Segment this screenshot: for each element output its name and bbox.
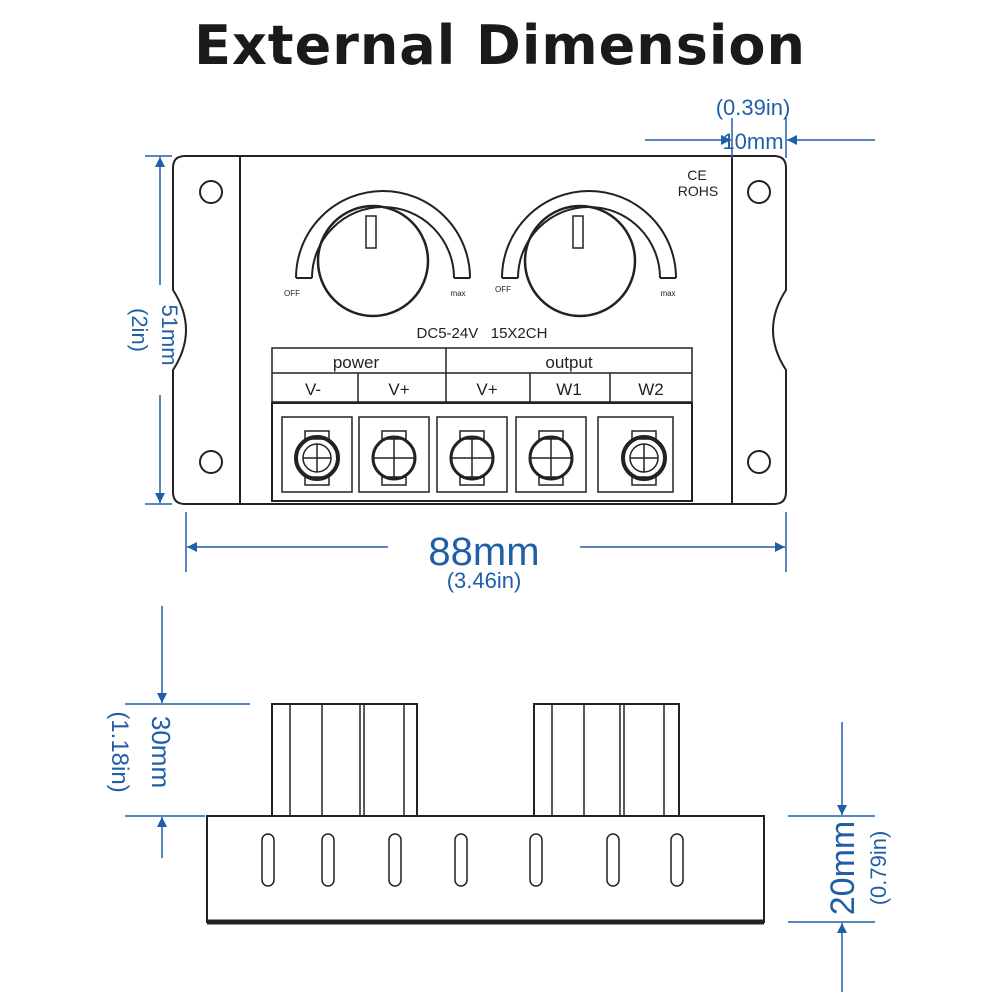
page-title: External Dimension	[194, 14, 806, 77]
height-dimension-mm: 51mm	[157, 304, 182, 365]
knob-2	[501, 190, 677, 318]
mounting-hole-top-left	[199, 180, 223, 204]
terminal-screw-v-plus-power	[371, 430, 417, 486]
dimension-lines-side	[125, 606, 875, 992]
terminal-label-w2: W2	[638, 380, 664, 399]
knob-1-pointer	[365, 215, 377, 249]
height-dimension-in: (2in)	[127, 308, 152, 352]
terminal-label-w1: W1	[556, 380, 582, 399]
terminal-screw-w1	[528, 430, 574, 486]
top-view	[172, 155, 787, 505]
dimension-lines-top	[145, 118, 875, 572]
total-height-dimension-in: (1.18in)	[106, 711, 133, 792]
ce-mark: CE	[687, 167, 706, 183]
terminal-screw-w2	[621, 430, 667, 486]
knob-2-dial-arc	[501, 190, 677, 279]
terminal-screw-v-plus-output	[449, 430, 495, 486]
side-view	[206, 703, 765, 925]
vent-slots	[261, 833, 684, 887]
controller-body	[239, 155, 733, 505]
terminal-label-v-plus-output: V+	[476, 380, 497, 399]
knob-2-circle	[523, 204, 637, 318]
mounting-hole-bottom-left	[199, 450, 223, 474]
body-height-dimension-mm: 20mm	[824, 821, 862, 915]
width-dimension-mm: 88mm	[428, 530, 539, 574]
flange-dimension-in: (0.39in)	[716, 95, 791, 120]
side-knob-1	[271, 703, 418, 816]
knob-1-off-label: OFF	[284, 289, 300, 298]
group-label-power: power	[333, 353, 380, 372]
side-view-body	[206, 815, 765, 923]
width-dimension-in: (3.46in)	[447, 568, 522, 593]
mounting-hole-bottom-right	[747, 450, 771, 474]
knob-2-max-label: max	[660, 289, 675, 298]
knob-1-dial-arc	[295, 190, 471, 279]
knob-1	[295, 190, 471, 318]
terminal-block	[271, 402, 693, 502]
knob-2-pointer	[572, 215, 584, 249]
knob-1-max-label: max	[450, 289, 465, 298]
rating-label: DC5-24V 15X2CH	[417, 325, 548, 342]
flange-dimension-mm: 10mm	[722, 129, 783, 154]
terminal-label-v-minus: V-	[305, 380, 321, 399]
mounting-flange-outline	[172, 155, 787, 505]
terminal-screw-v-minus	[294, 430, 340, 486]
body-height-dimension-in: (0.79in)	[866, 831, 891, 906]
side-knob-2	[533, 703, 680, 816]
terminal-label-v-plus-power: V+	[388, 380, 409, 399]
group-label-output: output	[545, 353, 593, 372]
knob-1-circle	[316, 204, 430, 318]
rohs-mark: ROHS	[678, 183, 718, 199]
mounting-hole-top-right	[747, 180, 771, 204]
knob-2-off-label: OFF	[495, 285, 511, 294]
total-height-dimension-mm: 30mm	[146, 716, 176, 788]
